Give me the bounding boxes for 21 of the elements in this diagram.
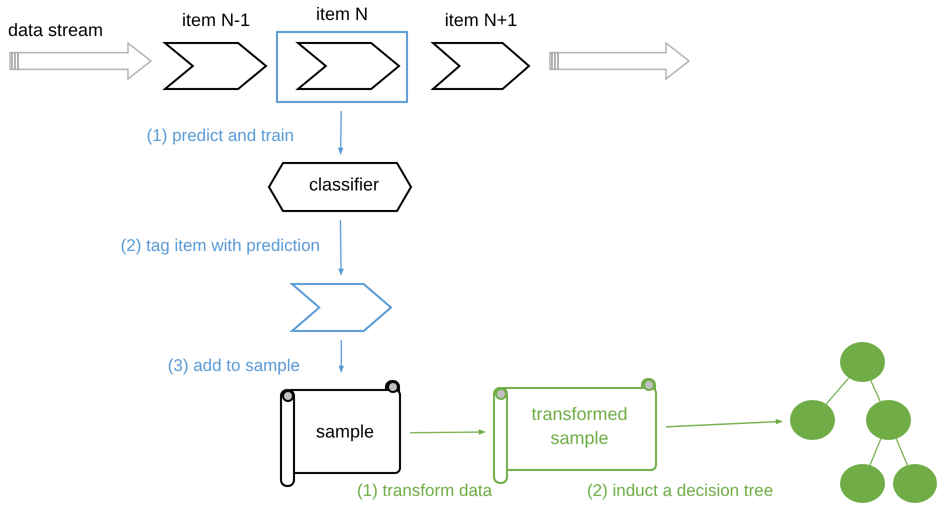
edge-label: (3) add to sample (166, 356, 302, 376)
node-label: sample (314, 420, 376, 444)
node-label: item N (316, 4, 368, 24)
arrow (338, 340, 344, 373)
edge-label: (2) tag item with prediction (118, 236, 322, 256)
node-label: classifier (308, 174, 380, 197)
connector-line (869, 438, 882, 466)
arrow (666, 418, 783, 428)
node-label: item N-1 (182, 10, 250, 30)
node-label: item N+1 (444, 10, 518, 30)
node-label: transformed sample (530, 403, 629, 450)
arrow (410, 429, 486, 435)
arrow (338, 220, 344, 276)
edge-label: (1) transform data (355, 481, 494, 501)
connector-line (896, 438, 908, 466)
arrow (338, 110, 344, 155)
edge-label: (1) predict and train (144, 126, 296, 146)
connector-line (826, 377, 850, 405)
connector-line (870, 380, 881, 402)
node-label: data stream (8, 20, 104, 40)
edge-label: (2) induct a decision tree (585, 481, 776, 501)
